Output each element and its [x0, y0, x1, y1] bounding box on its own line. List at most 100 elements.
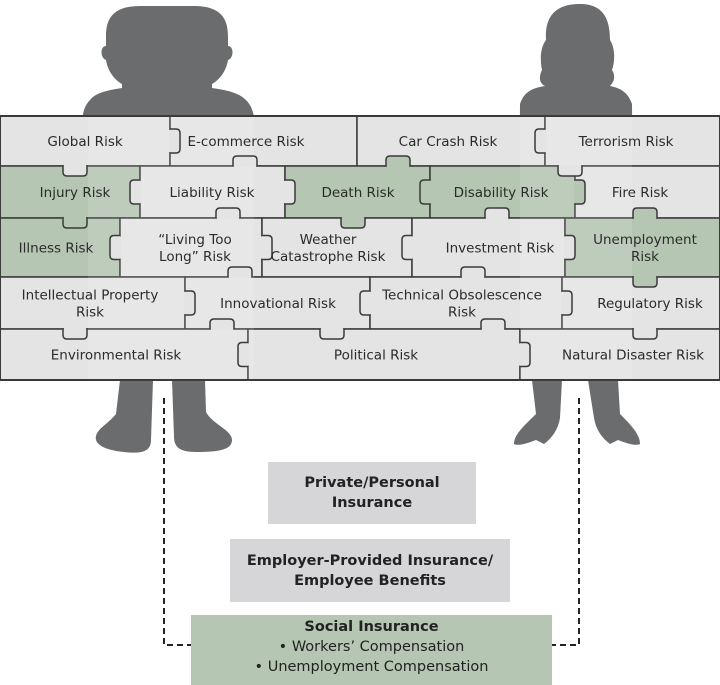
puzzle-tab	[185, 291, 195, 315]
puzzle-tab-outline	[215, 207, 241, 218]
puzzle-tab	[558, 166, 582, 176]
puzzle-tab-outline	[557, 166, 583, 177]
private-insurance-title-1: Private/Personal	[304, 475, 440, 491]
private-personal-insurance-box: Private/Personal Insurance	[268, 462, 476, 524]
puzzle-tab-outline	[534, 128, 545, 154]
puzzle-tab-outline	[460, 266, 486, 277]
employer-insurance-title-1: Employer-Provided Insurance/	[246, 552, 494, 569]
puzzle-tab-outline	[170, 128, 181, 154]
puzzle-tab	[420, 180, 430, 204]
puzzle-tab-outline	[262, 234, 273, 261]
puzzle-piece-label: Death Risk	[321, 185, 394, 201]
puzzle-tab	[520, 342, 530, 367]
puzzle-piece	[369, 276, 563, 330]
puzzle-tab-outline	[632, 277, 658, 288]
puzzle-piece-label: Fire Risk	[612, 185, 669, 201]
puzzle-tab	[633, 277, 657, 287]
puzzle-piece-label: Investment Risk	[446, 241, 555, 257]
puzzle-tab-outline	[484, 207, 510, 218]
dashed-connector-left	[163, 398, 191, 646]
puzzle-piece-label: Disability Risk	[454, 185, 549, 201]
puzzle-tab	[63, 218, 87, 228]
private-insurance-title-2: Insurance	[331, 495, 413, 511]
puzzle-tab	[565, 235, 575, 260]
puzzle-tab	[210, 319, 234, 329]
puzzle-tab-outline	[565, 234, 576, 261]
puzzle-tab-outline	[109, 234, 120, 261]
puzzle-piece	[139, 165, 286, 219]
employer-provided-insurance-box: Employer-Provided Insurance/ Employee Be…	[230, 539, 510, 602]
puzzle-tab	[228, 267, 252, 277]
puzzle-tab	[633, 329, 657, 339]
puzzle-piece	[0, 328, 249, 381]
puzzle-tab-outline	[62, 329, 88, 340]
puzzle-tabs	[62, 128, 658, 368]
social-insurance-box: Social Insurance • Workers’ Compensation…	[191, 615, 552, 685]
puzzle-piece-label: Car Crash Risk	[399, 134, 498, 150]
puzzle-tab	[216, 208, 240, 218]
employer-insurance-title-2: Employee Benefits	[294, 572, 446, 589]
puzzle-tab-outline	[237, 341, 248, 368]
puzzle-tab	[170, 129, 180, 153]
puzzle-piece-label: Liability Risk	[170, 185, 255, 201]
puzzle-tab	[63, 329, 87, 339]
puzzle-tab	[386, 156, 410, 166]
puzzle-piece-label: Natural Disaster Risk	[562, 348, 704, 364]
puzzle-border	[0, 115, 720, 381]
puzzle-tab-outline	[520, 341, 531, 368]
puzzle-tab	[63, 166, 87, 176]
puzzle-tab	[262, 235, 272, 260]
puzzle-tab-outline	[385, 155, 411, 166]
puzzle-tab-outline	[632, 207, 658, 218]
puzzle-piece-label: Innovational Risk	[220, 296, 336, 312]
puzzle-tab-outline	[562, 290, 573, 316]
puzzle-tab-outline	[185, 290, 196, 316]
puzzle-tab-outline	[359, 290, 370, 316]
puzzle-tab-outline	[319, 329, 345, 340]
puzzle-tab-outline	[62, 218, 88, 229]
puzzle-piece-label: Environmental Risk	[51, 348, 182, 364]
social-insurance-item: • Workers’ Compensation	[278, 639, 465, 655]
puzzle-piece-label: Global Risk	[47, 134, 123, 150]
puzzle-tab	[575, 180, 585, 204]
puzzle-piece-label: Illness Risk	[19, 241, 94, 257]
puzzle-tab	[341, 218, 365, 228]
puzzle-piece-label: Regulatory Risk	[597, 296, 703, 312]
puzzle-piece-label: Political Risk	[334, 348, 418, 364]
puzzle-tab	[285, 180, 295, 204]
puzzle-tab	[633, 208, 657, 218]
puzzle-tab	[130, 180, 140, 204]
puzzle-piece-label: Injury Risk	[40, 185, 111, 201]
puzzle-tab-outline	[480, 318, 506, 329]
puzzle-piece-label: Terrorism Risk	[578, 134, 674, 150]
puzzle-tab-outline	[632, 329, 658, 340]
puzzle-piece	[519, 328, 720, 381]
puzzle-tab-outline	[129, 179, 140, 205]
puzzle-tab	[402, 235, 412, 260]
puzzle-tab	[360, 291, 370, 315]
puzzle-piece-label: E-commerce Risk	[188, 134, 305, 150]
dashed-connector-right	[552, 398, 580, 646]
puzzle-tab-outline	[401, 234, 412, 261]
puzzle-tab	[481, 319, 505, 329]
puzzle-tab-outline	[227, 266, 253, 277]
social-insurance-item: • Unemployment Compensation	[254, 659, 489, 675]
puzzle-tab	[485, 208, 509, 218]
puzzle-tab	[238, 342, 248, 367]
puzzle-tab-outline	[209, 318, 235, 329]
puzzle-tab-outline	[285, 179, 296, 205]
puzzle-tab-outline	[419, 179, 430, 205]
puzzle-tab-outline	[340, 218, 366, 229]
puzzle-labels: Global Risk E-commerce Risk Car Crash Risk…	[19, 134, 705, 364]
puzzle-tab	[320, 329, 344, 339]
puzzle-tab	[562, 291, 572, 315]
puzzle-tab	[110, 235, 120, 260]
puzzle-piece	[284, 165, 431, 219]
puzzle-piece	[0, 217, 121, 278]
